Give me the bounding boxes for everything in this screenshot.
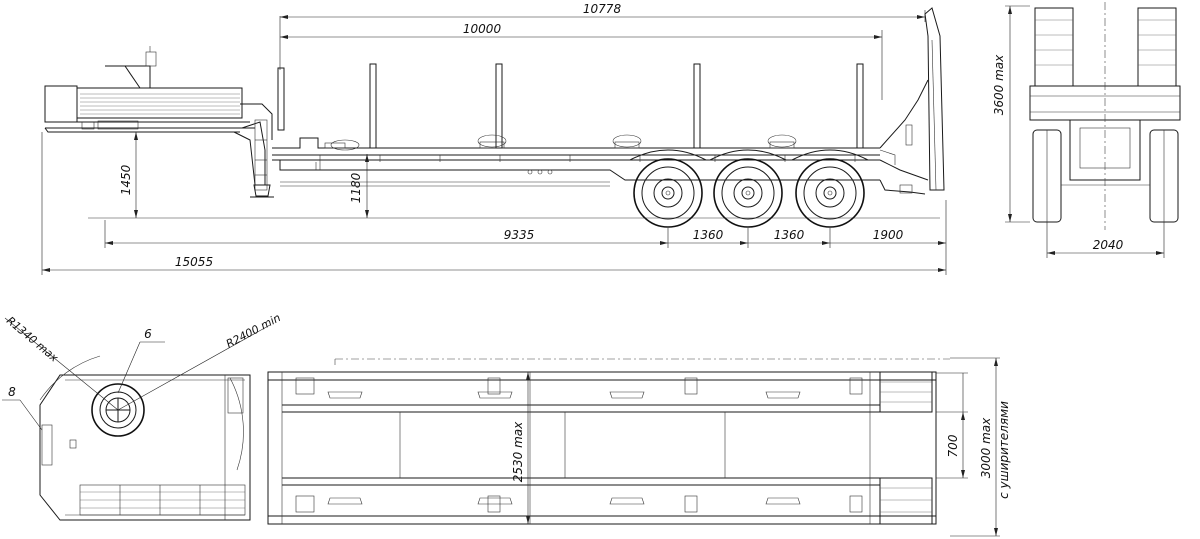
wheel-axle-3 <box>795 158 865 228</box>
label-turn-radius-min: R2400 min <box>224 311 283 351</box>
dimension-max-height: 3600 max <box>992 5 1030 223</box>
label-rear-overhang: 1900 <box>873 228 904 242</box>
gooseneck-top <box>39 374 251 521</box>
dimension-wheelbase: 9335 <box>104 220 669 248</box>
label-axle-spacing-1: 1360 <box>693 228 724 242</box>
label-gooseneck-height: 1450 <box>119 164 133 195</box>
label-max-height: 3600 max <box>992 54 1006 115</box>
label-max-width-1: 3000 max <box>979 417 993 478</box>
dimension-track-width: 2040 <box>1046 222 1165 258</box>
label-deck-height: 1180 <box>349 172 363 203</box>
label-max-width-2: с уширителями <box>997 401 1011 499</box>
label-overall-length: 10778 <box>583 2 622 16</box>
stakes <box>330 63 864 151</box>
label-deck-length: 10000 <box>463 22 502 36</box>
dimension-axle-spacing-2: 1360 <box>748 228 831 248</box>
dimension-deck-width: 2530 max <box>511 372 530 524</box>
deck-frame <box>272 137 880 187</box>
dimension-rear-overhang: 1900 <box>830 200 947 275</box>
dimension-total-length: 15055 <box>41 132 946 275</box>
wheel-axle-2 <box>713 158 783 228</box>
dimension-deck-length: 10000 <box>280 22 883 100</box>
dimension-gooseneck-height: 1450 <box>119 132 138 218</box>
callout-6: 6 <box>117 327 165 394</box>
deck-top <box>267 371 937 525</box>
wheel-axle-1 <box>633 158 703 228</box>
callout-8: 8 <box>2 385 43 431</box>
label-wheelbase: 9335 <box>504 228 535 242</box>
rear-view: 3600 max 2040 <box>992 2 1181 258</box>
label-deck-width: 2530 max <box>511 421 525 482</box>
label-turn-radius-front: R1340 max <box>4 314 61 365</box>
label-track-width: 2040 <box>1093 238 1124 252</box>
dimension-turn-radius-min: R2400 min <box>117 311 283 471</box>
gooseneck <box>44 46 285 198</box>
label-callout-8: 8 <box>8 385 16 399</box>
label-total-length: 15055 <box>175 255 213 269</box>
dimension-turn-radius-front: R1340 max <box>4 314 119 411</box>
label-ramp-gap: 700 <box>946 434 960 457</box>
dimension-ramp-gap: 700 <box>936 372 968 479</box>
rear-ramp <box>879 7 945 195</box>
side-view: 10778 10000 <box>41 2 947 275</box>
wheels <box>629 149 869 228</box>
dimension-overall-length: 10778 <box>279 2 926 70</box>
top-view: R1340 max R2400 min 6 8 <box>2 311 1011 537</box>
label-callout-6: 6 <box>144 327 152 341</box>
dimension-max-width: 3000 max с уширителями <box>950 357 1011 537</box>
dimension-axle-spacing-1: 1360 <box>668 228 749 248</box>
label-axle-spacing-2: 1360 <box>774 228 805 242</box>
